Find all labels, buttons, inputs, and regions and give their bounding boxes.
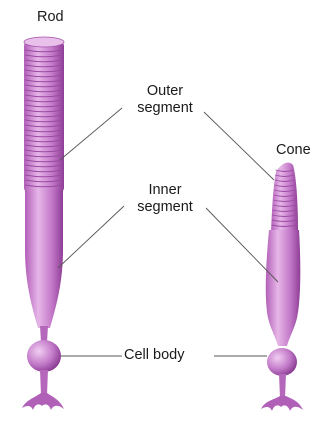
inner-segment-label: Inner segment	[120, 182, 210, 216]
rod-outer-segment	[24, 37, 64, 192]
outer-segment-label-line1: Outer	[120, 83, 210, 100]
cone-label: Cone	[276, 142, 311, 159]
cone-synaptic-terminal	[261, 396, 303, 411]
inner-segment-label-line1: Inner	[120, 182, 210, 199]
cone-inner-segment	[266, 230, 301, 346]
cell-body-label: Cell body	[124, 347, 184, 364]
rod-cell	[22, 37, 64, 410]
cone-cell	[261, 163, 303, 411]
inner-segment-leader-rod	[58, 206, 124, 268]
cone-outer-segment	[271, 163, 298, 232]
cone-axon	[279, 374, 286, 398]
outer-segment-leader-cone	[204, 112, 274, 180]
outer-segment-label: Outer segment	[120, 83, 210, 117]
cone-cell-body	[267, 348, 297, 376]
outer-segment-label-line2: segment	[120, 100, 210, 117]
rod-connecting-fiber	[40, 326, 48, 342]
inner-segment-leader-cone	[206, 208, 278, 282]
leader-lines	[58, 108, 278, 356]
rod-synaptic-terminal	[22, 393, 64, 410]
rod-cell-body	[27, 340, 61, 372]
rod-label: Rod	[37, 9, 64, 26]
rod-inner-segment	[25, 190, 63, 328]
rod-axon	[40, 370, 48, 395]
outer-segment-leader-rod	[60, 108, 122, 160]
inner-segment-label-line2: segment	[120, 199, 210, 216]
